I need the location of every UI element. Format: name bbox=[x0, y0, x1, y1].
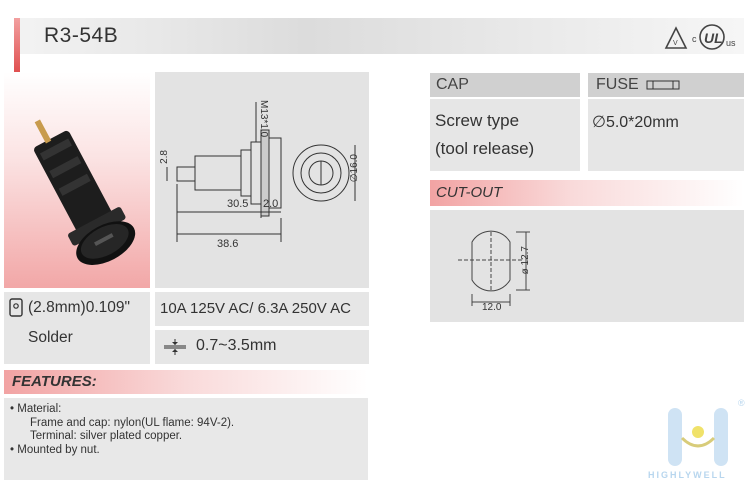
cutout-drawing bbox=[458, 230, 530, 306]
product-title: R3-54B bbox=[44, 24, 119, 47]
cutout-diameter: ø 12.7 bbox=[520, 246, 531, 275]
dimension-b: 2.0 bbox=[263, 198, 279, 210]
cutout-title: CUT-OUT bbox=[436, 184, 503, 201]
product-photo-panel bbox=[4, 72, 150, 288]
registered-mark: ® bbox=[738, 398, 745, 408]
panel-thickness-range: 0.7~3.5mm bbox=[196, 337, 277, 354]
features-title: FEATURES: bbox=[12, 373, 97, 390]
fuse-size: ∅5.0*20mm bbox=[592, 114, 679, 131]
cap-label: CAP bbox=[436, 76, 469, 93]
cutout-body: ø 12.7 12.0 bbox=[430, 210, 744, 322]
fuse-label: FUSE bbox=[596, 76, 639, 93]
solder-tab-icon bbox=[9, 298, 23, 317]
highlywell-logo-icon bbox=[668, 408, 728, 466]
rating-panel bbox=[155, 292, 369, 326]
features-header bbox=[4, 370, 368, 394]
cutout-header bbox=[430, 180, 744, 206]
terminal-type-panel bbox=[4, 292, 150, 364]
side-view-drawing bbox=[166, 102, 356, 242]
svg-text:UL: UL bbox=[704, 30, 723, 46]
svg-text:V: V bbox=[673, 40, 678, 47]
fuse-body bbox=[588, 99, 744, 171]
panel-thickness-icon bbox=[164, 339, 186, 355]
cap-header bbox=[430, 73, 580, 97]
dimension-drawing-panel: M13*1.0 2.8 30.5 2.0 38.6 ∅16.0 bbox=[155, 72, 369, 288]
fuse-icon bbox=[646, 80, 680, 90]
fuse-header bbox=[588, 73, 744, 97]
electrical-rating: 10A 125V AC/ 6.3A 250V AC bbox=[160, 300, 351, 317]
feature-item: Terminal: silver plated copper. bbox=[30, 430, 183, 442]
panel-thickness-panel bbox=[155, 330, 369, 364]
title-accent-bar bbox=[14, 18, 20, 72]
certification-marks-icon: V c UL us bbox=[664, 24, 736, 50]
features-body bbox=[4, 398, 368, 480]
feature-item: • Material: bbox=[10, 403, 62, 415]
terminal-width-dimension: 2.8 bbox=[159, 150, 170, 164]
terminal-type: Solder bbox=[28, 329, 73, 346]
terminal-size: (2.8mm)0.109" bbox=[28, 299, 130, 316]
dimension-a: 30.5 bbox=[227, 198, 249, 210]
cap-body bbox=[430, 99, 580, 171]
svg-text:c: c bbox=[692, 34, 697, 44]
brand-name: HIGHLYWELL bbox=[648, 470, 727, 480]
title-bar bbox=[14, 18, 744, 54]
feature-item: Frame and cap: nylon(UL flame: 94V-2). bbox=[30, 416, 235, 429]
cutout-width: 12.0 bbox=[482, 302, 502, 313]
thread-dimension: M13*1.0 bbox=[258, 100, 269, 138]
diameter-dimension: ∅16.0 bbox=[349, 154, 360, 183]
features-list: • Material: Frame and cap: nylon(UL flam… bbox=[10, 403, 234, 457]
cap-release: (tool release) bbox=[435, 139, 535, 158]
svg-text:us: us bbox=[726, 38, 736, 48]
cap-type: Screw type bbox=[435, 111, 520, 130]
feature-item: • Mounted by nut. bbox=[10, 443, 100, 456]
dimension-c: 38.6 bbox=[217, 238, 239, 250]
fuse-holder-photo bbox=[34, 119, 136, 265]
